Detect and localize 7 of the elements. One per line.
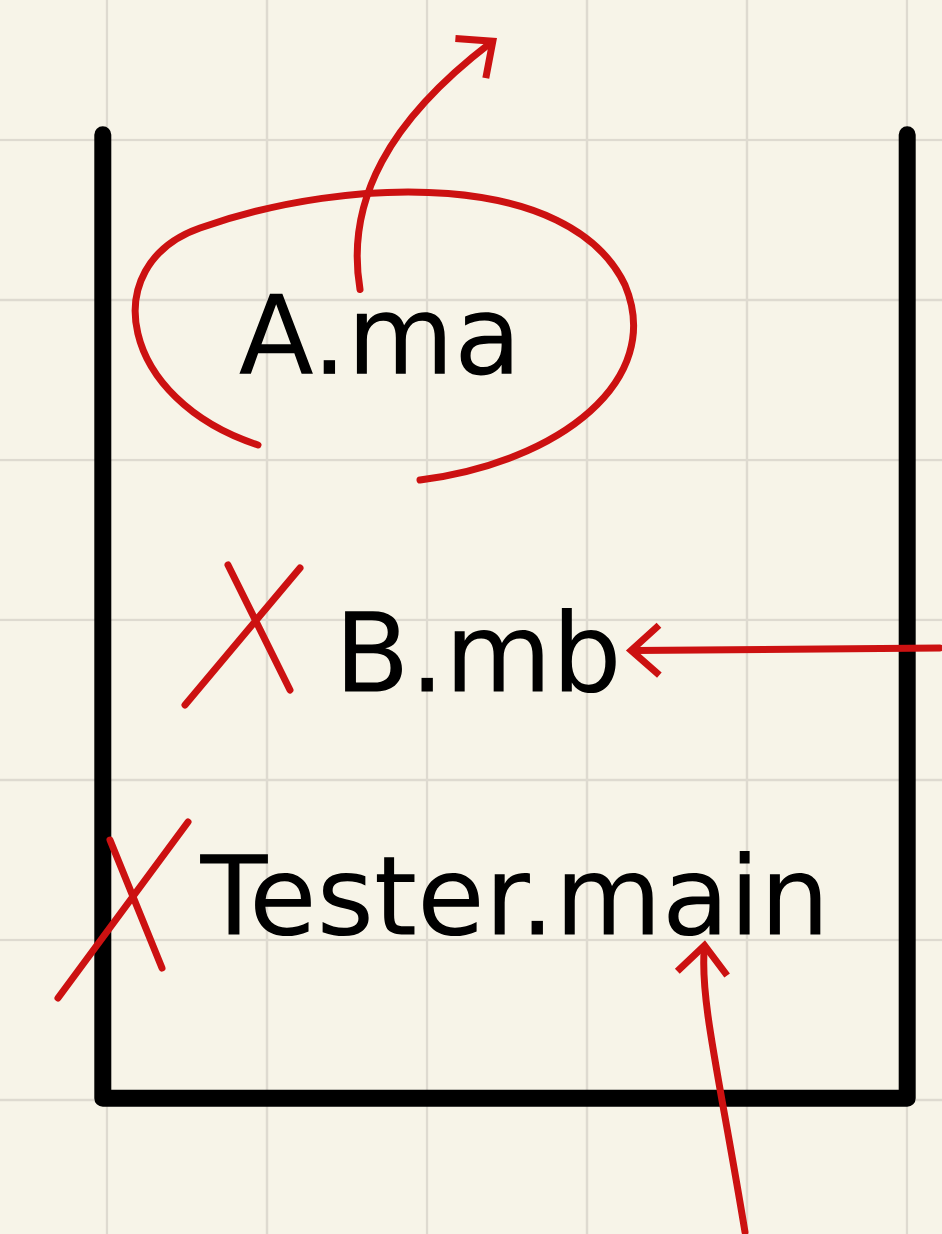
arrow: [625, 622, 942, 678]
stack-frame-label: Tester.main: [200, 850, 821, 937]
stack-container: [94, 126, 916, 1107]
arrow: [354, 34, 497, 293]
stack-frame-label: A.ma: [239, 293, 512, 376]
stack-frame-label: B.mb: [345, 607, 616, 694]
arrow: [674, 940, 749, 1234]
